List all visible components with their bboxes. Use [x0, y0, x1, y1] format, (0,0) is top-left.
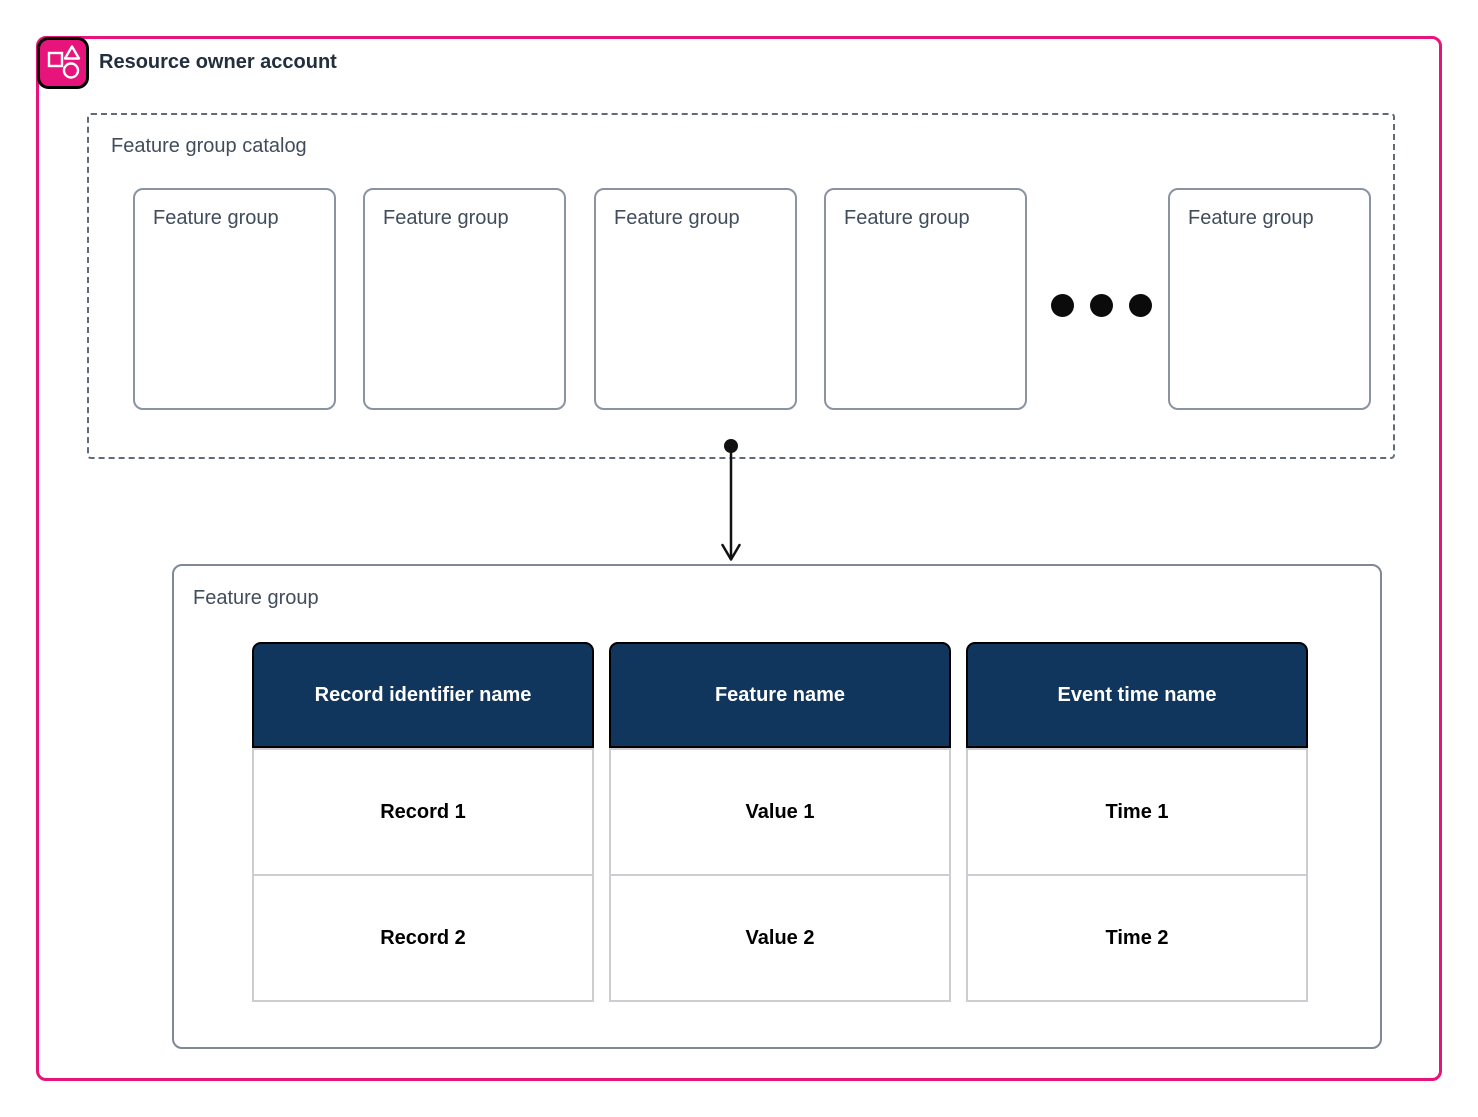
- table-cell: Value 1: [609, 748, 951, 876]
- feature-group-label: Feature group: [383, 207, 509, 229]
- feature-group-label: Feature group: [844, 207, 970, 229]
- table-cell: Time 2: [966, 874, 1308, 1002]
- column-header: Record identifier name: [252, 642, 594, 748]
- table-cell: Record 1: [252, 748, 594, 876]
- feature-group-box: Feature group: [824, 188, 1027, 410]
- detail-label: Feature group: [193, 587, 319, 609]
- feature-group-box: Feature group: [363, 188, 566, 410]
- table-cell: Record 2: [252, 874, 594, 1002]
- feature-group-catalog-group: Feature group catalog Feature group Feat…: [87, 113, 1395, 459]
- column-header: Event time name: [966, 642, 1308, 748]
- feature-group-box: Feature group: [133, 188, 336, 410]
- catalog-label: Feature group catalog: [111, 135, 307, 157]
- table-cell: Time 1: [966, 748, 1308, 876]
- table-column-event-time: Event time name Time 1 Time 2: [966, 642, 1308, 1002]
- table-column-record-identifier: Record identifier name Record 1 Record 2: [252, 642, 594, 1002]
- three-dots-icon: [1051, 294, 1152, 317]
- table-column-feature-name: Feature name Value 1 Value 2: [609, 642, 951, 1002]
- feature-group-box: Feature group: [1168, 188, 1371, 410]
- resource-owner-account-icon: [37, 37, 89, 89]
- dot: [1090, 294, 1113, 317]
- feature-group-label: Feature group: [153, 207, 279, 229]
- account-title: Resource owner account: [99, 51, 337, 73]
- feature-group-table: Record identifier name Record 1 Record 2…: [252, 642, 1308, 1002]
- dot: [1051, 294, 1074, 317]
- column-header: Feature name: [609, 642, 951, 748]
- feature-group-label: Feature group: [1188, 207, 1314, 229]
- arrow-down-connector: [721, 439, 741, 561]
- feature-group-label: Feature group: [614, 207, 740, 229]
- resource-owner-account-group: Resource owner account Feature group cat…: [36, 36, 1442, 1081]
- table-cell: Value 2: [609, 874, 951, 1002]
- dot: [1129, 294, 1152, 317]
- feature-group-detail: Feature group Record identifier name Rec…: [172, 564, 1382, 1049]
- feature-group-box: Feature group: [594, 188, 797, 410]
